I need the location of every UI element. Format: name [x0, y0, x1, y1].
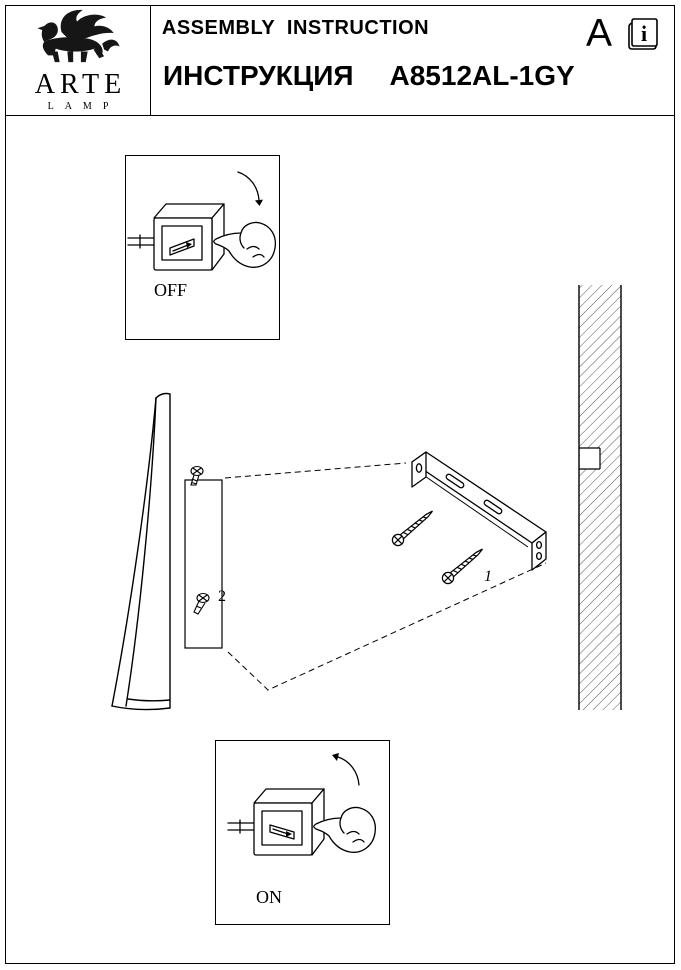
part-label-bracket: 1 — [484, 568, 492, 585]
pointing-hand-icon — [313, 806, 377, 853]
title-russian: ИНСТРУКЦИЯ — [163, 60, 354, 91]
off-label: OFF — [154, 280, 188, 300]
on-label: ON — [256, 887, 282, 907]
title-english: ASSEMBLY INSTRUCTION — [161, 17, 430, 39]
assembly-drawing — [111, 285, 622, 711]
switch-off-illustration — [127, 171, 277, 271]
wall-section — [578, 285, 622, 710]
long-screw-2 — [441, 548, 483, 585]
pointing-hand-icon — [213, 221, 277, 268]
long-screw-1 — [391, 510, 433, 547]
brand-name: ARTE — [34, 69, 127, 100]
switch-on-figure: ON — [215, 740, 390, 925]
switch-off-figure: OFF — [125, 155, 280, 340]
wall-lamp — [111, 392, 223, 711]
logo-divider — [150, 5, 151, 115]
switch-on-illustration — [227, 753, 377, 856]
part-label-screw: 2 — [218, 588, 226, 605]
manual-book-icon: i — [626, 16, 660, 57]
page-letter: A — [586, 12, 613, 55]
mounting-bracket — [411, 451, 547, 571]
brand-logo: ARTE LAMP — [8, 7, 148, 113]
griffin-logo-icon — [37, 9, 120, 63]
brand-subtitle: LAMP — [47, 101, 120, 113]
assembly-diagram: 1 2 — [90, 282, 645, 722]
book-letter: i — [641, 21, 647, 46]
page-border — [5, 5, 675, 964]
header-divider — [5, 115, 675, 116]
screw-small-top — [190, 465, 204, 486]
title-row: ИНСТРУКЦИЯ A8512AL-1GY — [163, 60, 575, 92]
model-code: A8512AL-1GY — [389, 60, 575, 91]
screw-small-bottom — [193, 592, 210, 615]
projection-lines — [224, 462, 547, 691]
